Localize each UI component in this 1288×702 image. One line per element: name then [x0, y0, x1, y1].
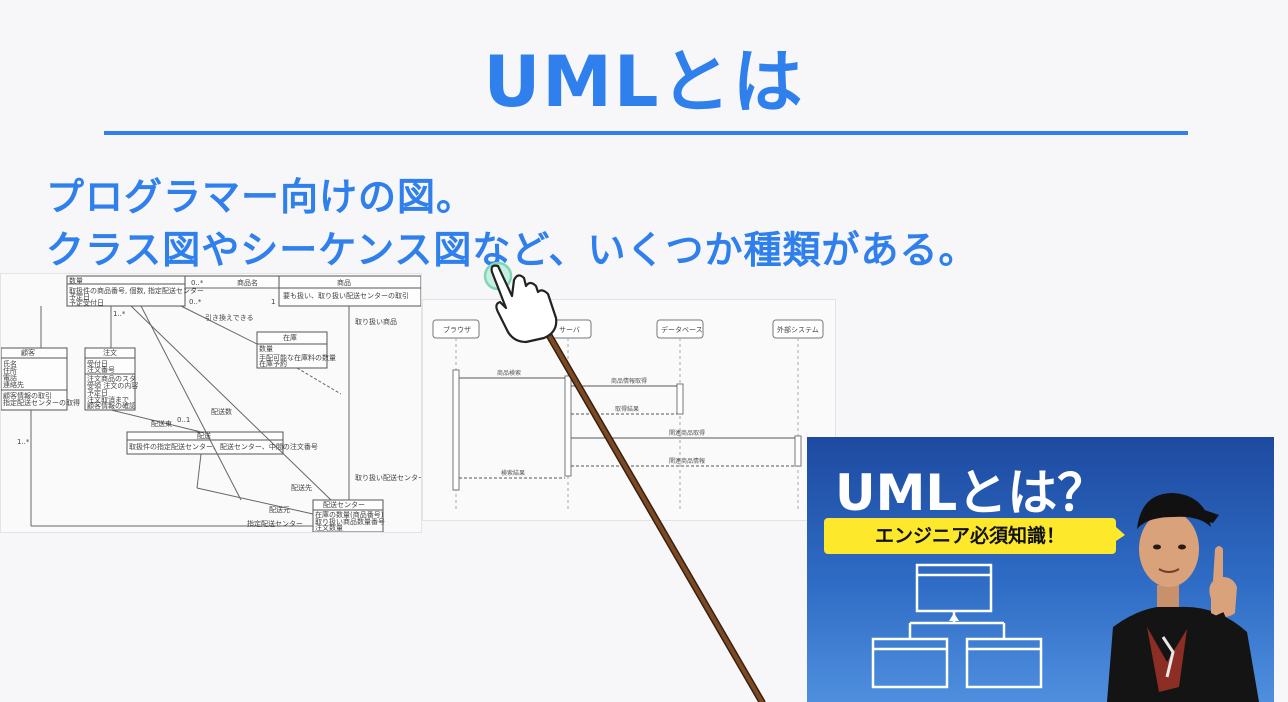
svg-text:配送先: 配送先 [291, 483, 312, 492]
subtitle-line-2: クラス図やシーケンス図など、いくつか種類がある。 [46, 228, 978, 272]
svg-text:注文: 注文 [103, 348, 117, 357]
svg-text:取扱件の商品番号, 個数, 指定配送センター: 取扱件の商品番号, 個数, 指定配送センター [69, 286, 204, 295]
svg-text:0..1: 0..1 [177, 416, 190, 424]
svg-text:在庫予約: 在庫予約 [259, 359, 287, 368]
subtitle-line-1: プログラマー向けの図。 [46, 175, 476, 219]
svg-text:注文取消まで: 注文取消まで [87, 395, 129, 404]
svg-text:顧客情報の取引: 顧客情報の取引 [3, 391, 52, 400]
svg-text:顧客情報の確認: 顧客情報の確認 [87, 401, 136, 410]
svg-text:予定日: 予定日 [69, 292, 90, 301]
svg-text:受付日: 受付日 [87, 359, 108, 368]
sequence-diagram-image: ブラウザ サーバ データベース 外部システム 商品検索 商品情報 [422, 299, 836, 521]
svg-text:商品名: 商品名 [237, 278, 258, 287]
svg-text:1..*: 1..* [113, 310, 126, 318]
svg-text:注文商品のスタ: 注文商品のスタ [87, 374, 136, 383]
svg-text:外部システム: 外部システム [777, 325, 819, 334]
svg-text:関連商品取得: 関連商品取得 [669, 429, 705, 437]
svg-text:関連商品情報: 関連商品情報 [669, 457, 705, 465]
svg-text:指定配送センターの取得: 指定配送センターの取得 [3, 398, 80, 407]
svg-text:配送センター: 配送センター [323, 500, 365, 509]
thumbnail-badge: エンジニア必須知識！ [824, 518, 1116, 554]
svg-text:数量: 数量 [259, 344, 273, 353]
title-underline [104, 131, 1188, 135]
svg-text:配送元: 配送元 [269, 505, 290, 514]
svg-text:サーバ: サーバ [559, 326, 580, 334]
svg-text:在庫: 在庫 [283, 333, 297, 342]
svg-text:取り扱い商品: 取り扱い商品 [355, 317, 397, 326]
svg-text:取扱件の指定配送センター、配送センター、中間の注文番号: 取扱件の指定配送センター、配送センター、中間の注文番号 [129, 442, 318, 451]
svg-text:商品検索: 商品検索 [497, 369, 521, 377]
svg-text:商品情報取得: 商品情報取得 [611, 377, 647, 385]
svg-text:手配可能な在庫料の数量: 手配可能な在庫料の数量 [259, 353, 336, 362]
svg-text:ブラウザ: ブラウザ [443, 325, 471, 334]
svg-text:在庫の数量(商品番号): 在庫の数量(商品番号) [315, 510, 384, 519]
svg-text:注文数量: 注文数量 [315, 523, 343, 532]
video-thumbnail[interactable]: UMLとは？ エンジニア必須知識！ [807, 437, 1274, 702]
svg-text:電話: 電話 [3, 373, 17, 382]
svg-text:顧客: 顧客 [21, 348, 35, 357]
svg-text:数量: 数量 [69, 276, 83, 285]
svg-text:取り扱い配送センター: 取り扱い配送センター [355, 473, 421, 482]
svg-text:1..*: 1..* [17, 438, 30, 446]
svg-text:配送東: 配送東 [151, 419, 172, 428]
svg-text:配送数: 配送数 [211, 407, 232, 416]
svg-text:1: 1 [271, 298, 275, 306]
svg-text:データベース: データベース [661, 325, 703, 334]
svg-text:注文番号: 注文番号 [87, 365, 115, 374]
hierarchy-diagram-icon [871, 527, 1125, 689]
thumbnail-title: UMLとは？ [835, 464, 1108, 522]
presenter-avatar [1107, 493, 1259, 702]
class-diagram-image: 数量 取扱件の商品番号, 個数, 指定配送センター 予定日 予定受付日 商品名 … [0, 273, 422, 533]
svg-text:受領 注文の内容: 受領 注文の内容 [87, 381, 138, 390]
svg-text:0..*: 0..* [189, 298, 202, 306]
svg-text:取り扱い商品数量番号: 取り扱い商品数量番号 [315, 517, 385, 526]
svg-text:予定日: 予定日 [87, 388, 108, 397]
svg-text:氏名: 氏名 [3, 359, 17, 368]
svg-text:要も扱い、取り扱い配送センターの取引: 要も扱い、取り扱い配送センターの取引 [283, 291, 409, 300]
svg-text:配送: 配送 [197, 431, 211, 440]
svg-text:引き換えできる: 引き換えできる [205, 313, 254, 322]
svg-text:取得結果: 取得結果 [615, 405, 639, 413]
svg-text:0..*: 0..* [191, 279, 204, 287]
svg-text:検索結果: 検索結果 [501, 469, 525, 477]
slide-title: UMLとは [483, 41, 805, 123]
svg-text:商品: 商品 [337, 278, 351, 287]
svg-text:予定受付日: 予定受付日 [69, 298, 104, 307]
svg-text:住所: 住所 [3, 366, 17, 375]
svg-text:連絡先: 連絡先 [3, 380, 24, 389]
svg-text:指定配送センター: 指定配送センター [247, 519, 303, 528]
